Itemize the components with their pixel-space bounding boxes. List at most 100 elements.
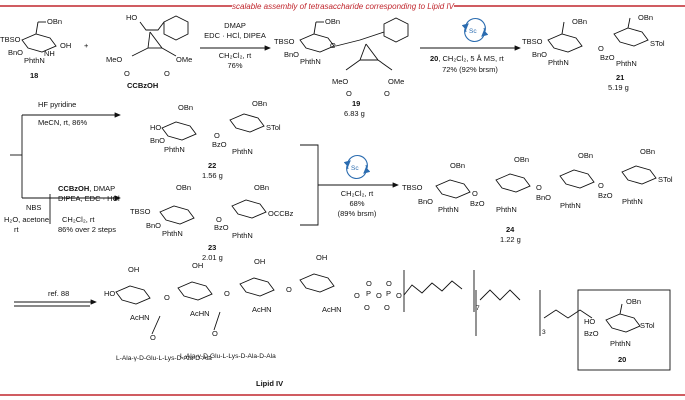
svg-text:MeO: MeO (332, 77, 348, 86)
svg-text:CCBzOH: CCBzOH (127, 81, 158, 90)
svg-text:P: P (386, 289, 391, 298)
compound-23: OBn OBn TBSO BnO PhthN O BzO PhthN OCCBz… (130, 183, 294, 262)
svg-text:NH: NH (44, 49, 55, 58)
compound-20-box: OBn HO BzO PhthN STol 20 (577, 289, 671, 371)
svg-text:O: O (536, 183, 542, 192)
svg-text:OMe: OMe (176, 55, 192, 64)
svg-text:68%: 68% (349, 199, 364, 208)
svg-text:MeCN, rt, 86%: MeCN, rt, 86% (38, 118, 88, 127)
svg-text:BnO: BnO (284, 50, 299, 59)
svg-text:O: O (330, 41, 336, 50)
compound-18: OBn TBSO BnO PhthN NH OH 18 (0, 17, 71, 80)
compound-22: OBn OBn HO BnO PhthN O BzO PhthN STol 22… (150, 99, 281, 180)
svg-text:DIPEA, EDC · HCl: DIPEA, EDC · HCl (58, 194, 120, 203)
compound-19: OBn TBSO BnO PhthN O MeO OMe O O 19 6.83… (274, 17, 409, 118)
svg-text:OBn: OBn (578, 151, 593, 160)
svg-text:STol: STol (650, 39, 665, 48)
svg-text:1.22 g: 1.22 g (500, 235, 521, 244)
svg-text:O: O (224, 289, 230, 298)
svg-text:2.01 g: 2.01 g (202, 253, 223, 262)
svg-text:BzO: BzO (600, 53, 615, 62)
svg-text:DMAP: DMAP (224, 21, 246, 30)
svg-text:P: P (366, 289, 371, 298)
svg-text:TBSO: TBSO (130, 207, 151, 216)
svg-text:BnO: BnO (8, 48, 23, 57)
svg-text:21: 21 (616, 73, 624, 82)
compound-ccbzoh: HO MeO OMe O O CCBzOH (106, 13, 192, 90)
svg-text:OH: OH (128, 265, 139, 274)
svg-text:OH: OH (60, 41, 71, 50)
catalyst-badge-2: Sc (343, 155, 371, 179)
catalyst-badge-1: Sc (461, 18, 489, 42)
compound-lipid-iv: OH OH OH OH HO AcHN AcHN AcHN AcHN O O O… (104, 253, 593, 388)
svg-text:O: O (364, 303, 370, 312)
svg-text:OBn: OBn (252, 99, 267, 108)
svg-text:Lipid IV: Lipid IV (256, 379, 283, 388)
svg-text:BzO: BzO (214, 223, 229, 232)
svg-text:HO: HO (126, 13, 137, 22)
svg-text:PhthN: PhthN (438, 205, 459, 214)
svg-text:6.83 g: 6.83 g (344, 109, 365, 118)
svg-text:1.56 g: 1.56 g (202, 171, 223, 180)
svg-text:rt: rt (14, 225, 19, 234)
svg-text:OCCBz: OCCBz (268, 209, 294, 218)
svg-text:7: 7 (476, 305, 480, 312)
svg-text:O: O (124, 69, 130, 78)
compound-21: OBn OBn TBSO BnO PhthN O BzO PhthN STol … (522, 13, 665, 92)
svg-text:20: 20 (618, 355, 626, 364)
svg-text:O: O (384, 303, 390, 312)
svg-text:BnO: BnO (150, 136, 165, 145)
svg-text:O: O (286, 285, 292, 294)
svg-text:AcHN: AcHN (130, 313, 150, 322)
svg-text:OBn: OBn (325, 17, 340, 26)
svg-text:OMe: OMe (388, 77, 404, 86)
svg-text:OBn: OBn (178, 103, 193, 112)
svg-text:Sc: Sc (351, 165, 359, 172)
svg-text:PhthN: PhthN (616, 59, 637, 68)
svg-text:CCBzOH, DMAP: CCBzOH, DMAP (58, 184, 115, 193)
svg-text:PhthN: PhthN (164, 145, 185, 154)
svg-text:OH: OH (316, 253, 327, 262)
svg-text:O: O (346, 89, 352, 98)
svg-text:O: O (164, 69, 170, 78)
svg-text:OBn: OBn (572, 17, 587, 26)
svg-text:CH₂Cl₂, rt: CH₂Cl₂, rt (341, 189, 374, 198)
svg-text:OH: OH (254, 257, 265, 266)
svg-text:72% (92% brsm): 72% (92% brsm) (442, 65, 498, 74)
svg-text:OBn: OBn (640, 147, 655, 156)
svg-text:HO: HO (104, 289, 115, 298)
svg-text:Sc: Sc (469, 28, 477, 35)
svg-text:H₂O, acetone: H₂O, acetone (4, 215, 49, 224)
svg-text:ref. 88: ref. 88 (48, 289, 69, 298)
svg-text:O: O (472, 189, 478, 198)
svg-text:24: 24 (506, 225, 515, 234)
svg-text:86% over 2 steps: 86% over 2 steps (58, 225, 116, 234)
svg-text:PhthN: PhthN (162, 229, 183, 238)
svg-text:OBn: OBn (514, 155, 529, 164)
svg-text:PhthN: PhthN (232, 231, 253, 240)
compound-24: OBn OBn OBn OBn TBSO BnO PhthN O BzO Pht… (402, 147, 673, 244)
svg-text:BzO: BzO (584, 329, 599, 338)
svg-text:O: O (354, 291, 360, 300)
svg-text:TBSO: TBSO (522, 37, 543, 46)
svg-text:TBSO: TBSO (0, 35, 21, 44)
svg-text:CH₂Cl₂, rt: CH₂Cl₂, rt (219, 51, 252, 60)
svg-text:PhthN: PhthN (560, 201, 581, 210)
svg-text:3: 3 (542, 329, 546, 336)
plus-sign: + (84, 41, 89, 50)
svg-text:HF pyridine: HF pyridine (38, 100, 76, 109)
svg-text:L-Ala-γ-D-Glu-L-Lys-D-Ala-D-Al: L-Ala-γ-D-Glu-L-Lys-D-Ala-D-Ala (180, 353, 276, 360)
svg-text:O: O (598, 181, 604, 190)
svg-text:NBS: NBS (26, 203, 41, 212)
svg-text:AcHN: AcHN (252, 305, 272, 314)
svg-text:PhthN: PhthN (622, 197, 643, 206)
svg-text:O: O (384, 89, 390, 98)
svg-text:AcHN: AcHN (322, 305, 342, 314)
svg-text:BnO: BnO (536, 193, 551, 202)
svg-text:PhthN: PhthN (300, 57, 321, 66)
svg-text:OBn: OBn (47, 17, 62, 26)
svg-text:O: O (150, 333, 156, 342)
svg-text:(89% brsm): (89% brsm) (338, 209, 377, 218)
svg-text:STol: STol (266, 123, 281, 132)
svg-text:22: 22 (208, 161, 216, 170)
